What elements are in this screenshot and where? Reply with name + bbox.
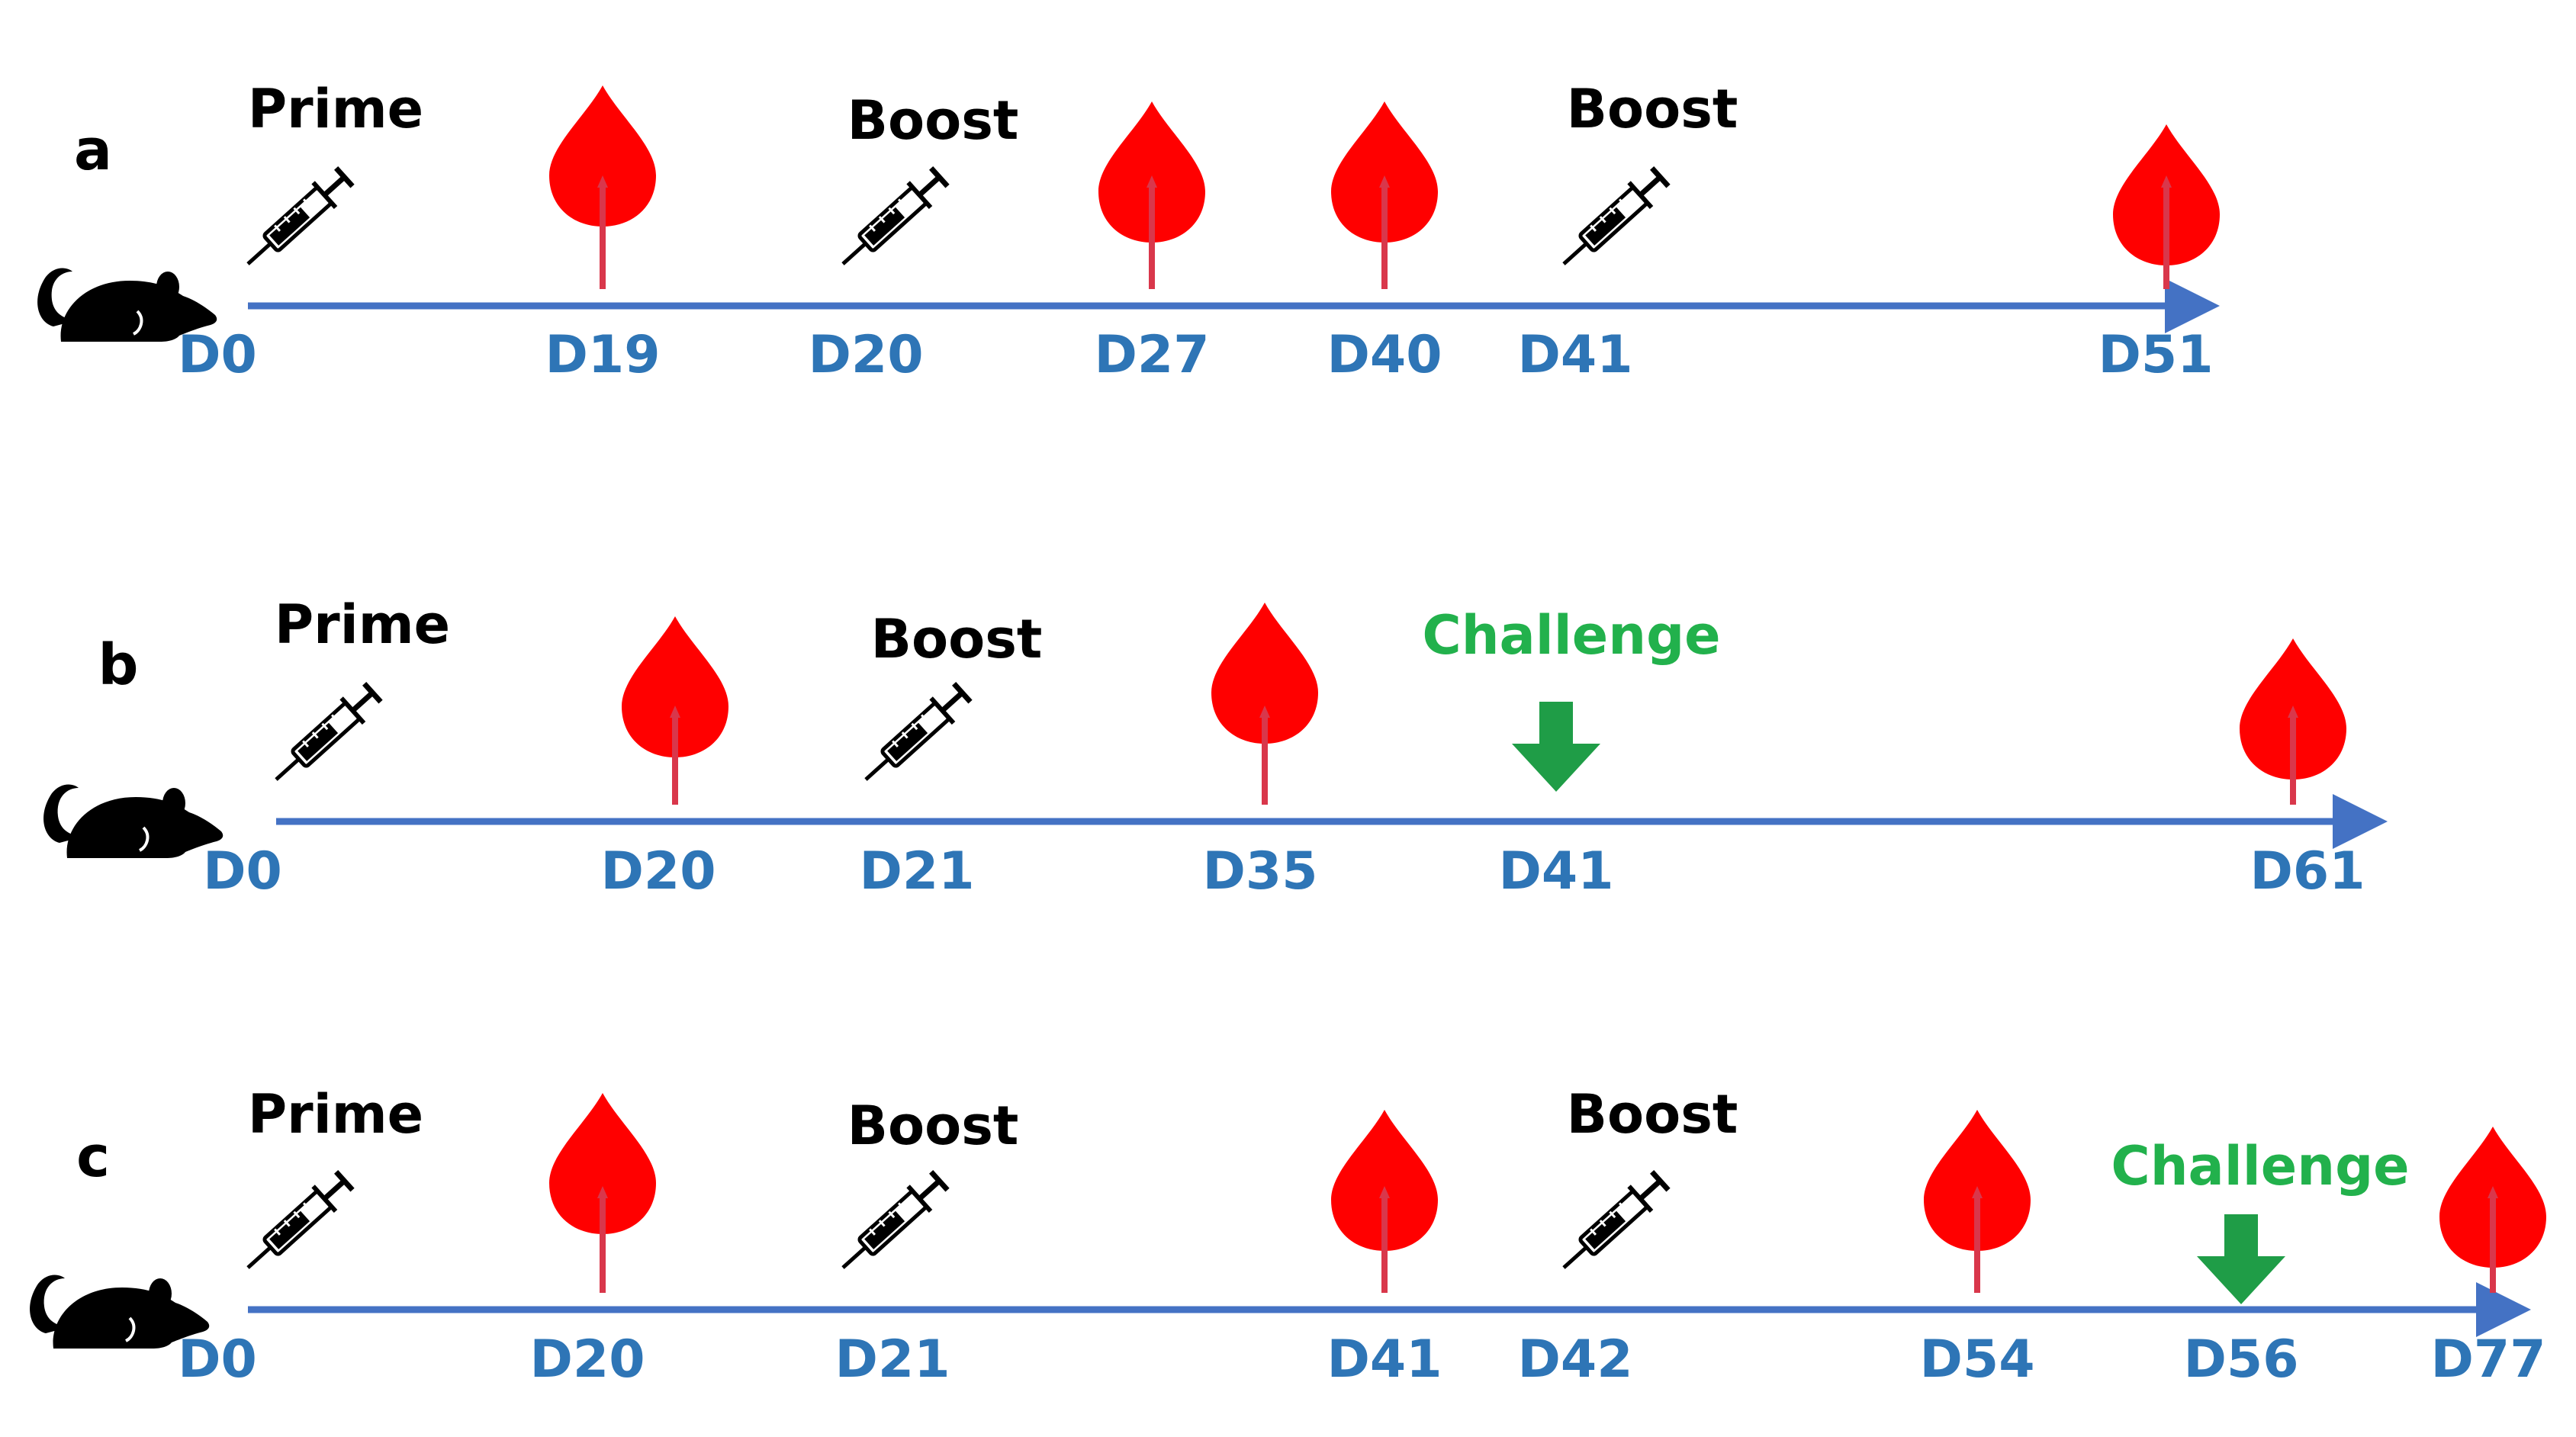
blood-drop-icon: [1098, 101, 1205, 243]
day-label: D41: [1517, 325, 1632, 385]
panel-label: c: [76, 1124, 110, 1190]
syringe-icon: [864, 682, 973, 781]
day-label: D54: [1919, 1329, 2034, 1390]
day-label: D0: [178, 325, 257, 385]
mouse-icon: [37, 268, 217, 342]
panel-label: a: [74, 117, 112, 183]
blood-drop-icon: [1331, 101, 1438, 243]
injection-label: Boost: [871, 608, 1043, 670]
blood-drop-icon: [1924, 1110, 2031, 1251]
mouse-icon: [30, 1275, 210, 1349]
injection-label: Boost: [847, 1095, 1019, 1157]
syringe-icon: [841, 166, 950, 265]
day-label: D35: [1202, 841, 1317, 902]
challenge-label: Challenge: [1422, 604, 1720, 667]
day-label: D56: [2183, 1329, 2298, 1390]
blood-drop-icon: [549, 85, 656, 227]
day-label: D40: [1327, 325, 1442, 385]
down-arrow-icon: [2197, 1214, 2285, 1304]
day-label: D41: [1327, 1329, 1442, 1390]
blood-drop-icon: [549, 1093, 656, 1234]
down-arrow-icon: [1512, 702, 1600, 792]
day-label: D20: [600, 841, 716, 902]
day-label: D21: [859, 841, 974, 902]
syringe-icon: [1562, 166, 1671, 265]
day-label: D61: [2250, 841, 2365, 902]
challenge-label: Challenge: [2111, 1135, 2409, 1198]
injection-label: Boost: [1567, 1083, 1738, 1146]
injection-label: Prime: [248, 78, 423, 140]
day-label: D77: [2430, 1329, 2545, 1390]
day-label: D0: [203, 841, 282, 902]
day-label: D19: [545, 325, 660, 385]
syringe-icon: [841, 1170, 950, 1269]
syringe-icon: [1562, 1170, 1671, 1269]
day-label: D41: [1498, 841, 1613, 902]
day-label: D21: [835, 1329, 950, 1390]
injection-label: Boost: [847, 89, 1019, 152]
mouse-icon: [43, 784, 224, 858]
panel-b: bD0 D20 D21 D35 D41 D61 Prime Boost Challenge: [43, 593, 2388, 902]
blood-drop-icon: [622, 616, 728, 757]
injection-label: Prime: [275, 593, 450, 656]
syringe-icon: [246, 166, 355, 265]
blood-drop-icon: [1211, 603, 1318, 744]
blood-drop-icon: [1331, 1110, 1438, 1251]
syringe-icon: [246, 1170, 355, 1269]
day-label: D20: [529, 1329, 645, 1390]
day-label: D27: [1094, 325, 1209, 385]
panel-a: aD0 D19 D20 D27 D40 D41 D51 Prime Boost Boost: [37, 78, 2220, 385]
injection-label: Prime: [248, 1083, 423, 1146]
day-label: D0: [178, 1329, 257, 1390]
day-label: D51: [2098, 325, 2213, 385]
day-label: D20: [808, 325, 923, 385]
injection-label: Boost: [1567, 78, 1738, 140]
panel-label: b: [98, 632, 139, 698]
panel-c: cD0 D20 D21 D41 D42 D54 D56 D77 Prime Boost BoostC…: [30, 1083, 2546, 1390]
day-label: D42: [1517, 1329, 1632, 1390]
syringe-icon: [275, 682, 383, 781]
